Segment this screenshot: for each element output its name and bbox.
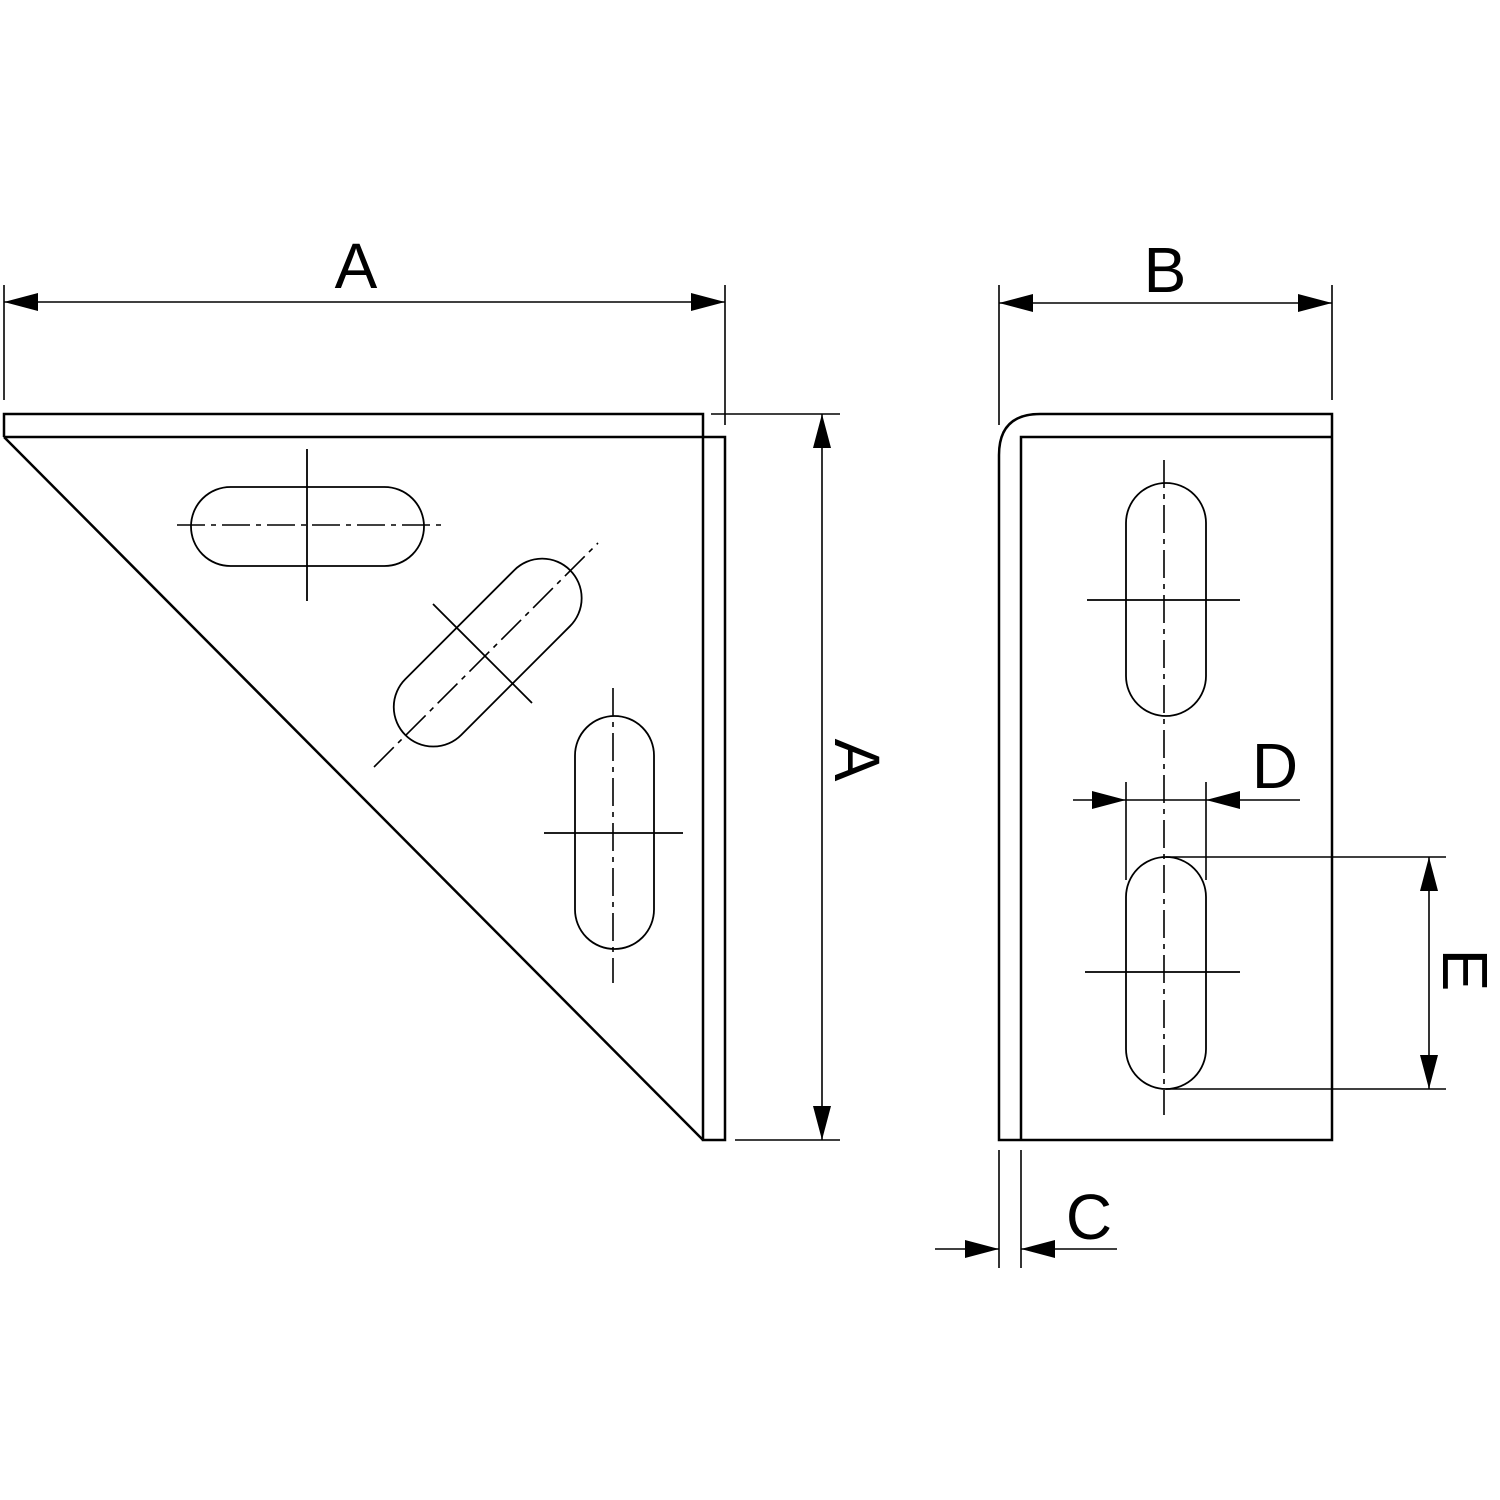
dim-a-top-label: A bbox=[335, 230, 378, 302]
front-view: A A bbox=[2, 230, 893, 1142]
dim-d-arrow-left bbox=[1092, 791, 1126, 809]
top-flange-outline bbox=[2, 412, 705, 437]
dim-b-arrow-right bbox=[1298, 294, 1332, 312]
dim-d-arrow-right bbox=[1206, 791, 1240, 809]
diagonal-web-edge bbox=[3, 436, 704, 1141]
side-outer-profile bbox=[997, 412, 1334, 1142]
dim-e-arrow-top bbox=[1420, 857, 1438, 891]
vertical-flange-outline bbox=[701, 435, 727, 1142]
dim-c-label: C bbox=[1066, 1181, 1112, 1253]
dim-a-right-arrow-top bbox=[813, 414, 831, 448]
dim-c-arrow-left bbox=[965, 1240, 999, 1258]
dim-e-arrow-bottom bbox=[1420, 1055, 1438, 1089]
side-inner-profile bbox=[1019, 435, 1332, 1140]
slot-diagonal-crossline bbox=[432, 603, 533, 704]
dim-c-arrow-right bbox=[1021, 1240, 1055, 1258]
dim-a-top-arrow-right bbox=[691, 293, 725, 311]
dim-a-top-arrow-left bbox=[4, 293, 38, 311]
side-slot-lower bbox=[1125, 856, 1207, 1090]
dim-b-label: B bbox=[1144, 234, 1187, 306]
dim-a-right-arrow-bottom bbox=[813, 1106, 831, 1140]
side-view: B C D E bbox=[935, 234, 1500, 1268]
slot-diagonal-centerline bbox=[373, 542, 599, 768]
dim-d-label: D bbox=[1252, 730, 1298, 802]
dim-b-arrow-left bbox=[999, 294, 1033, 312]
dim-a-right-label: A bbox=[821, 739, 893, 782]
dim-e-label: E bbox=[1429, 949, 1500, 992]
